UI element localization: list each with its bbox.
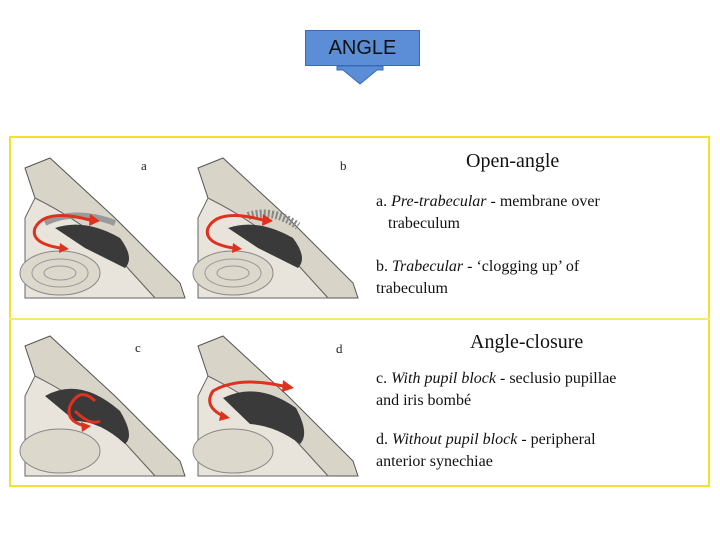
title-text: ANGLE	[328, 36, 397, 59]
desc-c: c. With pupil block - seclusio pupillae …	[376, 370, 617, 409]
illustration-b	[192, 157, 359, 299]
title-box: ANGLE	[305, 30, 420, 66]
open-angle-heading: Open-angle	[466, 150, 560, 172]
down-arrow-icon	[336, 66, 384, 85]
panel-label-a: a	[141, 158, 147, 173]
illustration-a	[19, 157, 186, 299]
illustration-d	[192, 335, 359, 477]
panel-label-b: b	[340, 158, 347, 173]
desc-b: b. Trabecular - ‘clogging up’ of trabecu…	[376, 258, 580, 297]
content-frame	[9, 136, 710, 487]
desc-a: a. Pre-trabecular - membrane over trabec…	[376, 193, 600, 232]
angle-closure-heading: Angle-closure	[470, 331, 584, 353]
panel-label-d: d	[336, 341, 343, 356]
divider	[9, 318, 710, 320]
desc-d: d. Without pupil block - peripheral ante…	[376, 431, 596, 470]
panel-label-c: c	[135, 340, 141, 355]
illustration-c	[19, 335, 186, 477]
